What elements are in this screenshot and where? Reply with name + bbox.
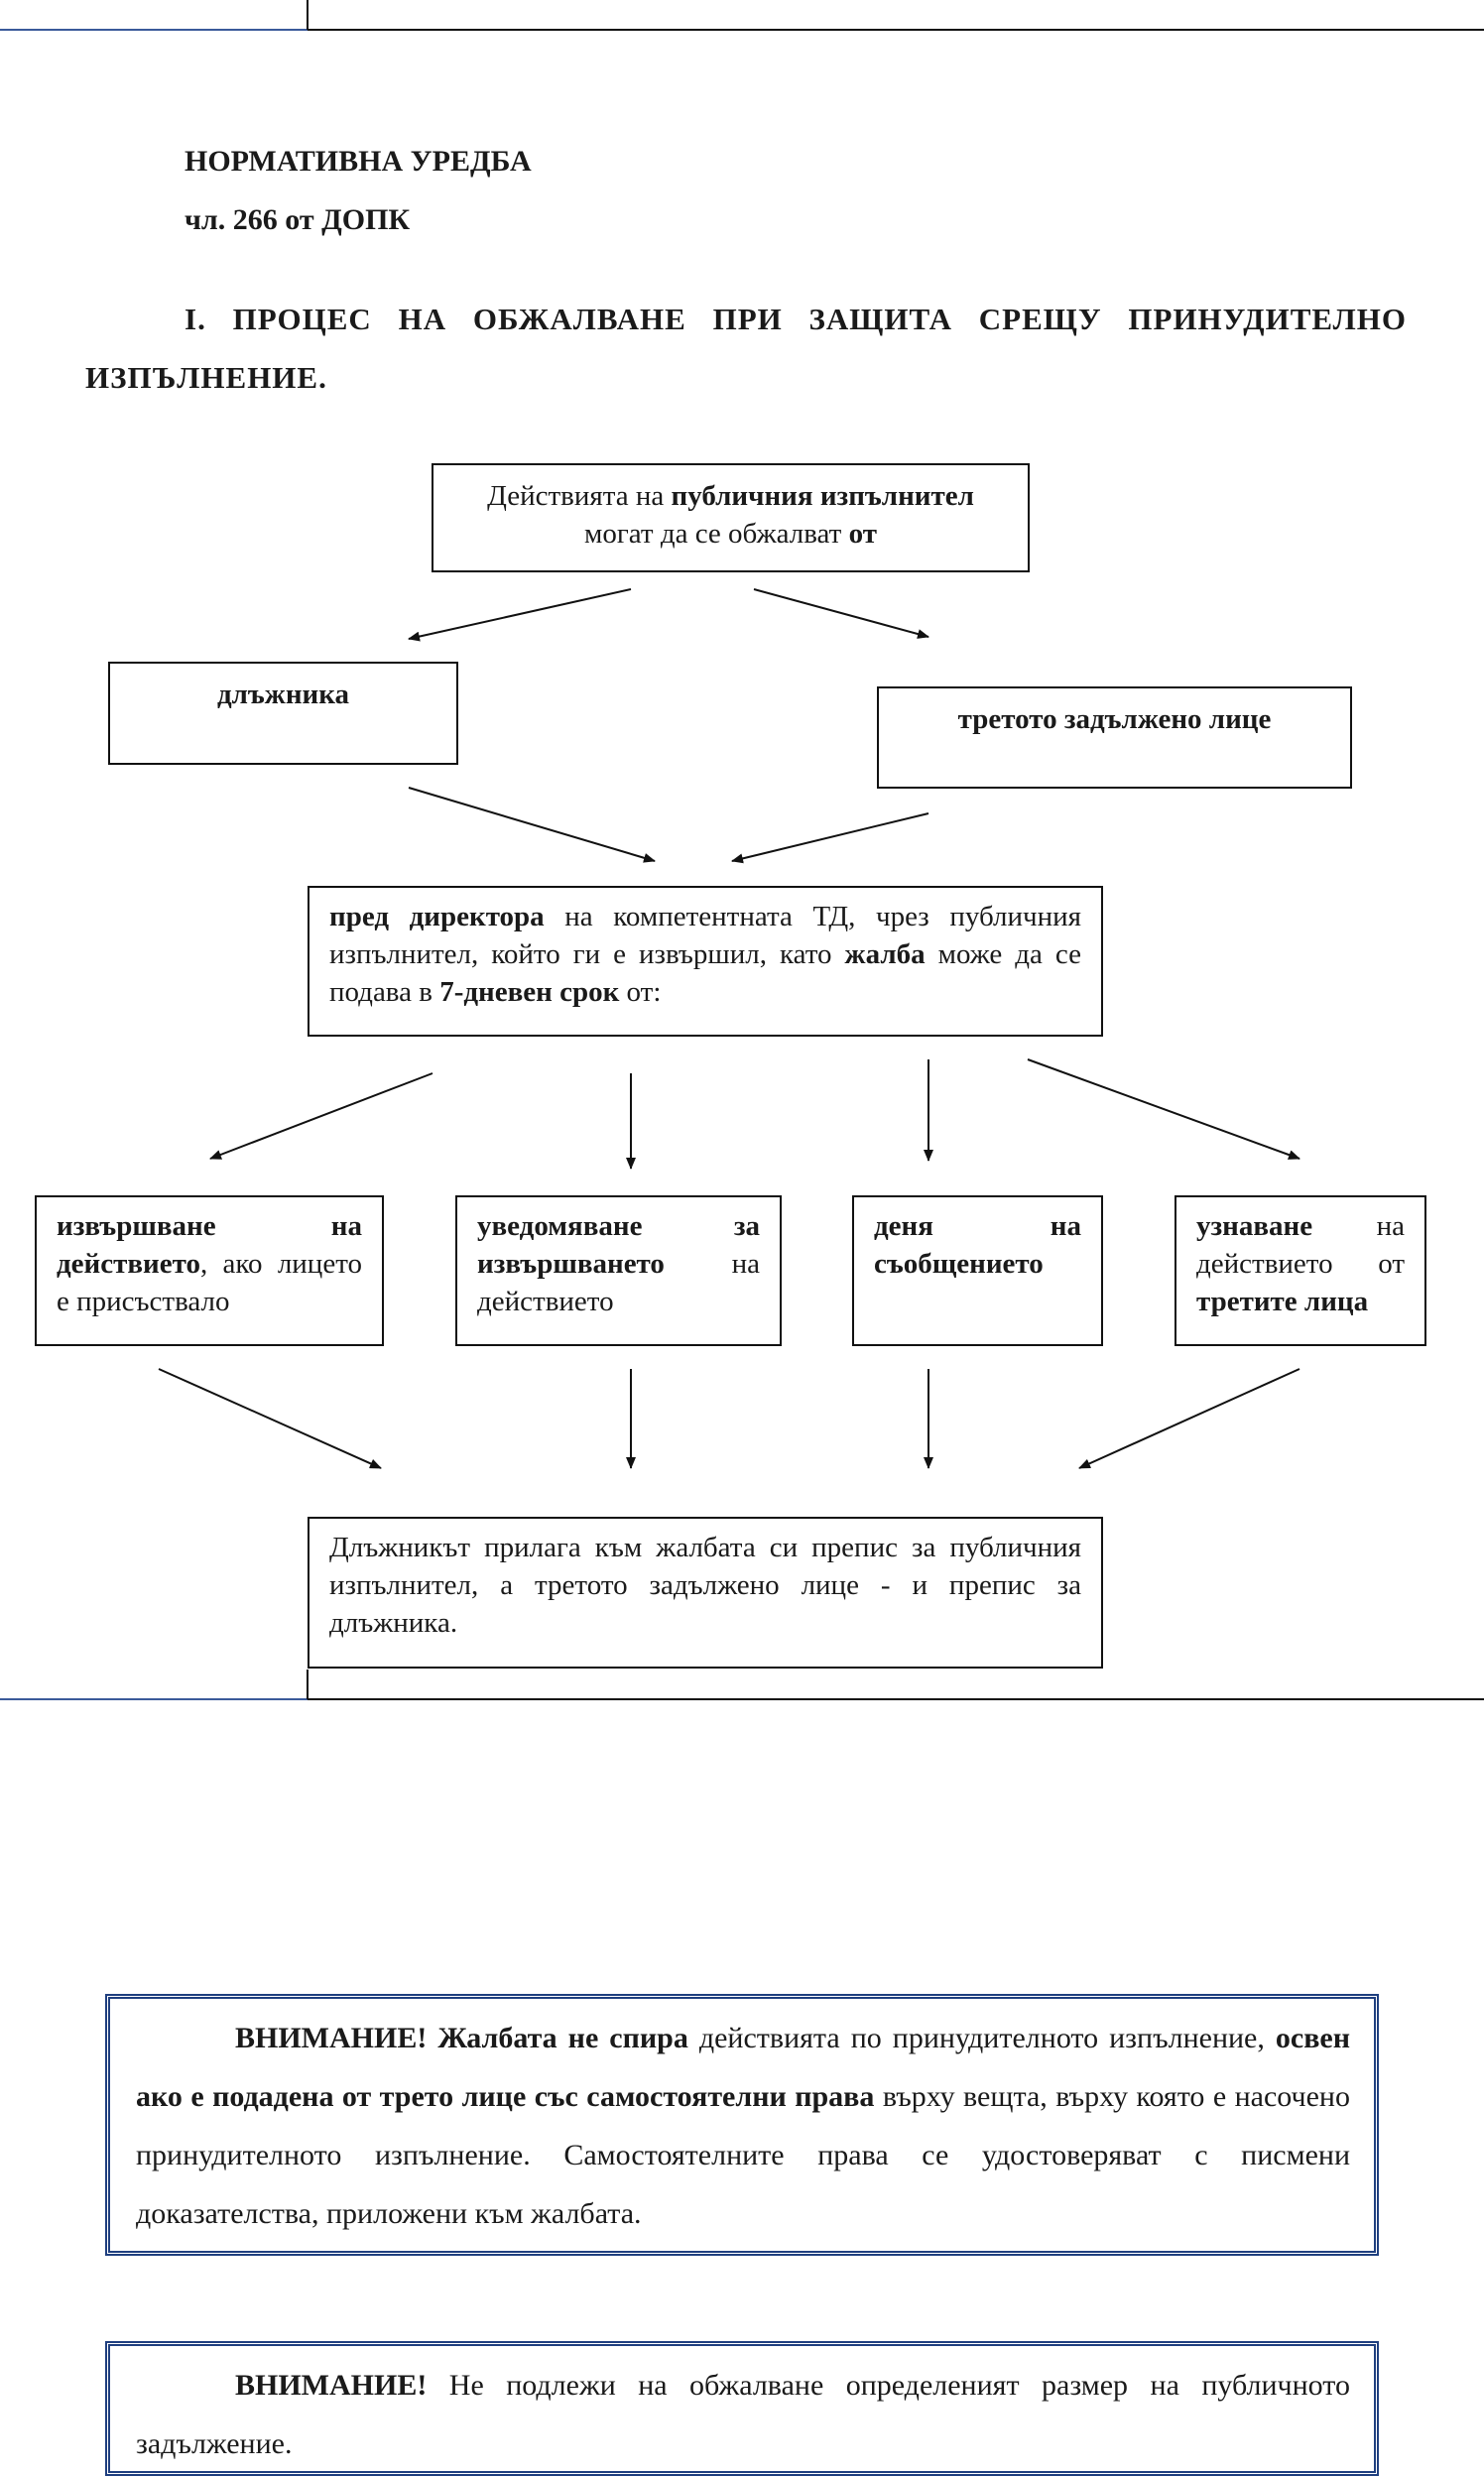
arrow-director-to-opt1	[209, 1072, 433, 1160]
footer-rule-black	[308, 1698, 1484, 1700]
top-box-text-4: от	[848, 518, 877, 550]
opt3-bold: деня на съобщението	[874, 1210, 1081, 1280]
director-text-5: 7-дневен срок	[439, 976, 620, 1008]
header-rule-blue	[0, 29, 308, 31]
notice1-text-2: върху вещта, върху която е насочено прин…	[136, 2080, 1350, 2230]
flowchart-arrows	[158, 588, 1300, 1469]
page-title: НОРМАТИВНА УРЕДБА	[185, 145, 532, 178]
opt1-bold: извършване на действието	[57, 1210, 362, 1280]
footer-rule-divider	[307, 1670, 309, 1699]
header-rule-divider	[307, 0, 309, 30]
option-notification-box: уведомяване за извършването на действиет…	[455, 1195, 782, 1346]
arrow-top-to-debtor	[408, 588, 632, 642]
third-party-box: третото задължено лице	[877, 686, 1352, 789]
director-text-2: на компетентната ТД, чрез публичния изпъ…	[329, 901, 1081, 970]
option-learning-box: узнаване на действието от третите лица	[1175, 1195, 1426, 1346]
notice1-text-1: действията по принудителното изпълнение,	[687, 2022, 1276, 2054]
appeal-subject-box: Действията на публичния изпълнител могат…	[432, 463, 1030, 572]
header-rule-black	[308, 29, 1484, 31]
top-box-text-1: Действията на	[487, 480, 672, 512]
arrow-opt1-to-bottom	[158, 1368, 382, 1469]
top-box-text-2: публичния изпълнител	[671, 480, 974, 512]
option-action-performed-box: извършване на действието, ако лицето е п…	[35, 1195, 384, 1346]
arrow-opt4-to-bottom	[1078, 1368, 1300, 1469]
arrow-third-party-to-director	[731, 812, 929, 864]
copies-requirement-box: Длъжникът прилага към жалбата си препис …	[308, 1517, 1103, 1669]
section-title: I. ПРОЦЕС НА ОБЖАЛВАНЕ ПРИ ЗАЩИТА СРЕЩУ …	[85, 302, 1407, 395]
top-box-text-3: могат да се обжалват	[584, 518, 849, 550]
opt4-bold-2: третите лица	[1196, 1286, 1369, 1317]
opt1-text: , ако лицето е присъствало	[57, 1248, 362, 1317]
director-text-3: жалба	[844, 938, 926, 970]
director-text-4: може да се подава в	[329, 938, 1081, 1008]
arrow-top-to-third-party	[753, 588, 929, 639]
opt4-text: на действието от	[1196, 1210, 1405, 1280]
debtor-box: длъжника	[108, 662, 458, 765]
notice-not-appealable: ВНИМАНИЕ! Не подлежи на обжалване опреде…	[105, 2341, 1379, 2476]
arrow-debtor-to-director	[408, 787, 656, 863]
notice2-text: Не подлежи на обжалване определеният раз…	[136, 2369, 1350, 2460]
notice-appeal-not-suspending: ВНИМАНИЕ! Жалбата не спира действията по…	[105, 1994, 1379, 2256]
notice1-bold-2: освен ако е подадена от трето лице със с…	[136, 2022, 1350, 2113]
opt4-bold-1: узнаване	[1196, 1210, 1313, 1242]
opt2-bold: уведомяване за извършването	[477, 1210, 760, 1280]
director-text-6: от:	[619, 976, 662, 1008]
opt2-text: на действието	[477, 1248, 760, 1317]
notice1-bold-1: ВНИМАНИЕ! Жалбата не спира	[235, 2022, 688, 2054]
director-box: пред директора на компетентната ТД, чрез…	[308, 886, 1103, 1037]
notice2-bold: ВНИМАНИЕ!	[235, 2369, 428, 2402]
arrow-director-to-opt4	[1027, 1058, 1300, 1160]
legal-reference: чл. 266 от ДОПК	[185, 203, 411, 236]
director-text-1: пред директора	[329, 901, 545, 932]
footer-rule-blue	[0, 1698, 308, 1700]
option-message-day-box: деня на съобщението	[852, 1195, 1103, 1346]
